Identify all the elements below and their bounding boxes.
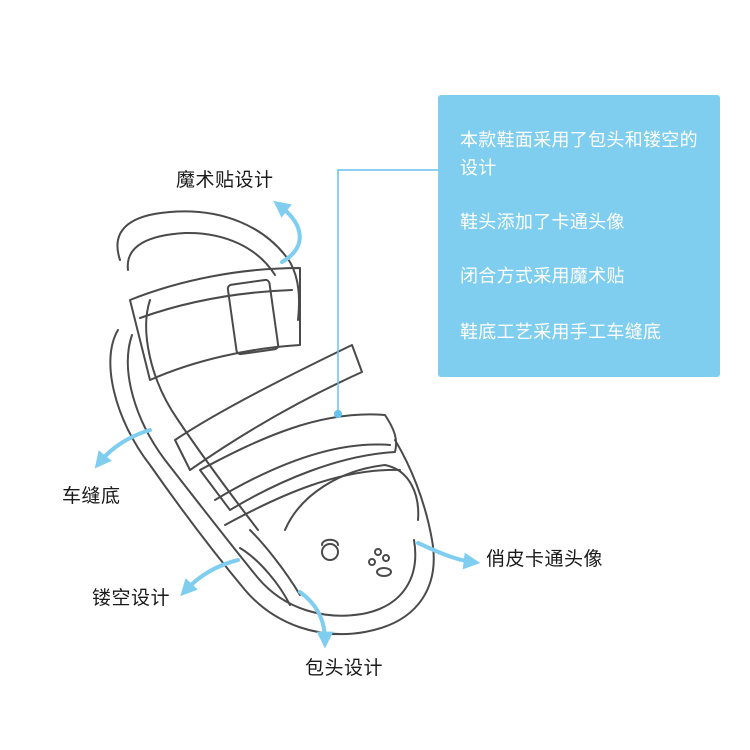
info-box: 本款鞋面采用了包头和镂空的设计 鞋头添加了卡通头像 闭合方式采用魔术贴 鞋底工艺… — [438, 95, 720, 377]
pointer-line — [337, 169, 438, 412]
arrow-cartoon-face — [416, 541, 481, 570]
arrow-toe-cap — [298, 590, 334, 649]
arrow-velcro — [273, 200, 302, 264]
info-line-sole-craft: 鞋底工艺采用手工车缝底 — [460, 322, 662, 343]
info-pointer — [334, 169, 438, 418]
callout-toe-cap: 包头设计 — [305, 657, 384, 679]
callout-velcro: 魔术贴设计 — [176, 169, 274, 191]
arrow-stitched-sole — [94, 428, 152, 469]
arrow-cutout — [180, 558, 240, 597]
info-line-cartoon-face: 鞋头添加了卡通头像 — [460, 212, 625, 233]
callout-cartoon-face: 俏皮卡通头像 — [486, 548, 604, 570]
info-line-upper-design: 本款鞋面采用了包头和镂空的设计 — [460, 130, 698, 179]
info-line-closure: 闭合方式采用魔术贴 — [460, 266, 625, 287]
pointer-dot — [334, 410, 342, 418]
sandal-drawing — [109, 210, 435, 636]
callout-stitched-sole: 车缝底 — [62, 485, 121, 507]
callout-arrows — [94, 200, 481, 649]
callout-cutout: 镂空设计 — [92, 587, 171, 609]
